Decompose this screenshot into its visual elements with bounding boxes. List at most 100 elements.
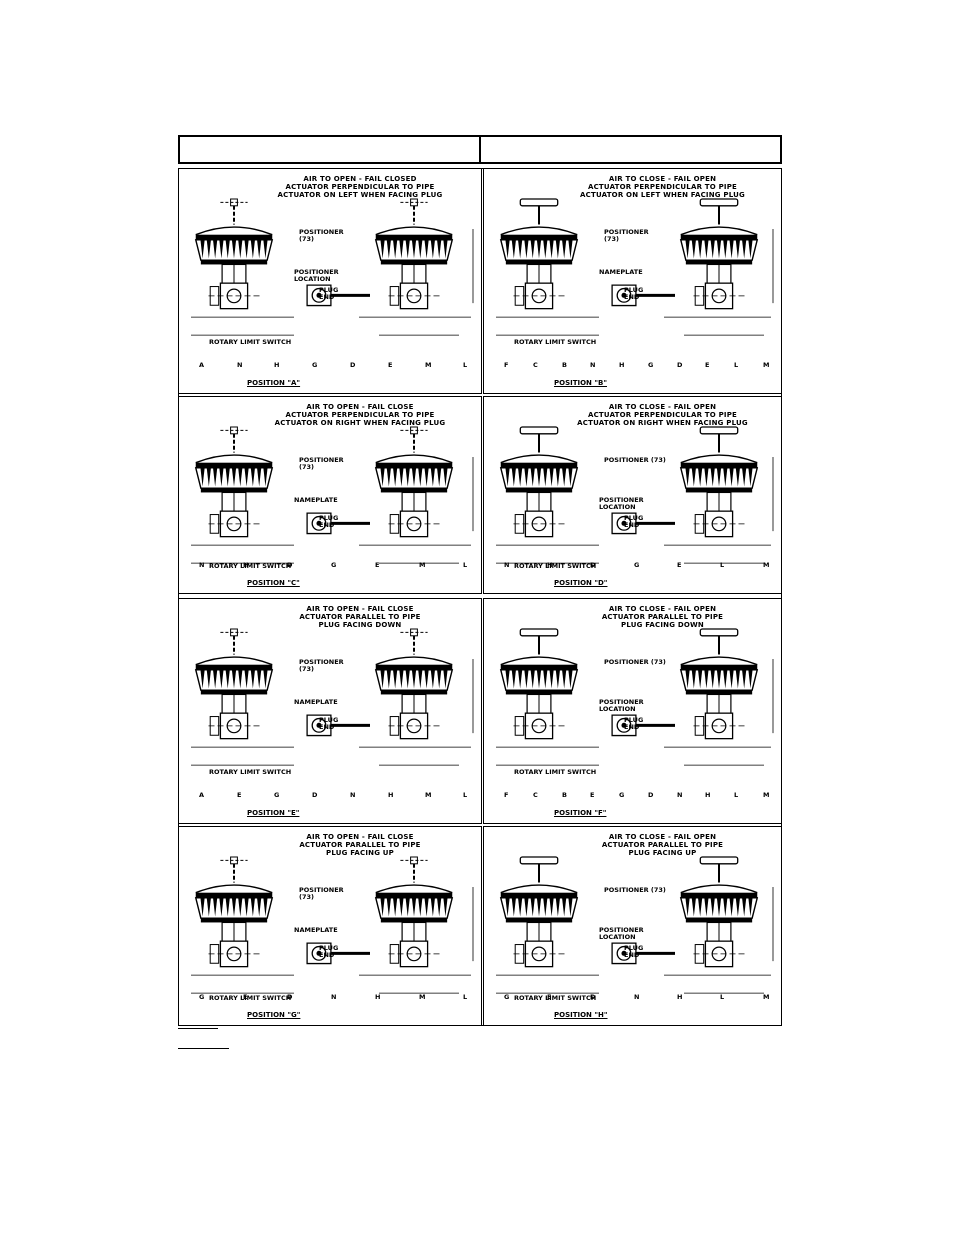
drawing-a: [191, 198, 474, 336]
callout-label: PLUG END: [319, 286, 339, 301]
callout-label: PLUG END: [319, 514, 339, 529]
actuator-front-view: [499, 856, 579, 942]
panel-caption: AIR TO CLOSE - FAIL OPEN ACTUATOR PARALL…: [601, 833, 724, 857]
valve-body-side: [693, 282, 745, 310]
dimension-letter: E: [237, 791, 242, 799]
dimension-letter: M: [763, 561, 770, 569]
callout-label: PLUG END: [624, 944, 644, 959]
callout-label: PLUG END: [319, 944, 339, 959]
callout-label: ROTARY LIMIT SWITCH: [209, 338, 292, 346]
callout-label: ROTARY LIMIT SWITCH: [514, 562, 597, 570]
position-label: POSITION "G": [247, 1011, 301, 1019]
callout-label: NAMEPLATE: [599, 268, 643, 276]
actuator-side-view: [679, 198, 759, 284]
valve-body-side: [693, 510, 745, 538]
callout-label: POSITIONER (73): [604, 228, 649, 243]
dimension-letter: D: [287, 561, 293, 569]
panel-caption: AIR TO OPEN - FAIL CLOSED ACTUATOR PERPE…: [277, 175, 443, 199]
dimension-letter: C: [533, 791, 538, 799]
position-label: POSITION "A": [247, 379, 301, 387]
callout-label: POSITIONER (73): [299, 228, 344, 243]
callout-label: ROTARY LIMIT SWITCH: [514, 338, 597, 346]
dimension-letter: G: [648, 361, 654, 369]
callout-label: POSITIONER (73): [299, 886, 344, 901]
drawing-d: [496, 426, 774, 564]
position-label: POSITION "H": [554, 1011, 608, 1019]
dimension-letter: H: [388, 791, 394, 799]
dimension-letter: A: [199, 791, 205, 799]
footnote-rule: [178, 1028, 218, 1029]
dimension-letter: H: [619, 361, 625, 369]
callout-label: POSITIONER LOCATION: [599, 496, 644, 511]
dimension-letter: N: [331, 993, 337, 1001]
dimension-letter: H: [677, 993, 683, 1001]
dimension-letter: M: [419, 561, 426, 569]
dimension-letter: L: [734, 361, 739, 369]
position-label: POSITION "F": [554, 809, 607, 817]
callout-label: PLUG END: [624, 716, 644, 731]
drawing-b: [496, 198, 774, 336]
dimension-letter: C: [533, 361, 538, 369]
dimension-letter: F: [504, 361, 509, 369]
position-label: POSITION "B": [554, 379, 607, 387]
dimension-letter: E: [388, 361, 393, 369]
dimension-letter: G: [199, 993, 205, 1001]
dimension-letter: E: [705, 361, 710, 369]
dimension-letter: H: [705, 791, 711, 799]
callout-label: NAMEPLATE: [294, 926, 338, 934]
panel-position-g: AIR TO OPEN - FAIL CLOSE ACTUATOR PARALL…: [178, 826, 482, 1026]
drawing-h: [496, 856, 774, 994]
dimension-letter: E: [375, 561, 380, 569]
drawing-e: [191, 628, 474, 766]
dimension-letter: L: [720, 561, 725, 569]
limit-switch: [306, 284, 370, 307]
panel-caption: AIR TO OPEN - FAIL CLOSE ACTUATOR PERPEN…: [274, 403, 446, 427]
callout-label: POSITIONER LOCATION: [599, 698, 644, 713]
dimension-letter: L: [734, 791, 739, 799]
callout-label: POSITIONER (73): [604, 456, 666, 464]
position-label: POSITION "D": [554, 579, 608, 587]
actuator-side-view: [679, 628, 759, 714]
actuator-side-view: [374, 628, 454, 714]
dimension-letter: L: [720, 993, 725, 1001]
callout-label: POSITIONER LOCATION: [599, 926, 644, 941]
dimension-letter: B: [562, 791, 567, 799]
footnote-underline: [178, 1048, 229, 1049]
panel-caption: AIR TO CLOSE - FAIL OPEN ACTUATOR PERPEN…: [580, 175, 745, 199]
dimension-letter: M: [763, 993, 770, 1001]
dimension-letter: L: [463, 561, 468, 569]
drawing-c: [191, 426, 474, 564]
callout-label: NAMEPLATE: [294, 496, 338, 504]
valve-body-front: [513, 510, 565, 538]
dimension-letter: G: [274, 791, 280, 799]
panel-caption: AIR TO CLOSE - FAIL OPEN ACTUATOR PERPEN…: [577, 403, 748, 427]
header-cell-right: [481, 137, 780, 162]
actuator-side-view: [374, 198, 454, 284]
limit-switch: [306, 512, 370, 535]
valve-body-front: [208, 282, 260, 310]
valve-body-front: [208, 940, 260, 968]
limit-switch: [611, 512, 675, 535]
dimension-letter: H: [375, 993, 381, 1001]
panel-position-h: AIR TO CLOSE - FAIL OPEN ACTUATOR PARALL…: [483, 826, 782, 1026]
dimension-letter: G: [312, 361, 318, 369]
dimension-letter: H: [243, 561, 249, 569]
callout-label: ROTARY LIMIT SWITCH: [209, 562, 292, 570]
dimension-letter: M: [419, 993, 426, 1001]
header-table: [178, 135, 782, 164]
dimension-letter: N: [634, 993, 640, 1001]
actuator-front-view: [194, 628, 274, 714]
panel-position-e: AIR TO OPEN - FAIL CLOSE ACTUATOR PARALL…: [178, 598, 482, 824]
dimension-letter: M: [763, 361, 770, 369]
dimension-letter: D: [590, 561, 596, 569]
panel-position-f: AIR TO CLOSE - FAIL OPEN ACTUATOR PARALL…: [483, 598, 782, 824]
dimension-letter: N: [677, 791, 683, 799]
callout-label: ROTARY LIMIT SWITCH: [209, 994, 292, 1002]
dimension-letter: E: [243, 993, 248, 1001]
dimension-letter: D: [350, 361, 356, 369]
panel-position-c: AIR TO OPEN - FAIL CLOSE ACTUATOR PERPEN…: [178, 396, 482, 594]
dimension-letter: D: [677, 361, 683, 369]
dimension-letter: G: [331, 561, 337, 569]
actuator-front-view: [194, 198, 274, 284]
dimension-letter: F: [504, 791, 509, 799]
